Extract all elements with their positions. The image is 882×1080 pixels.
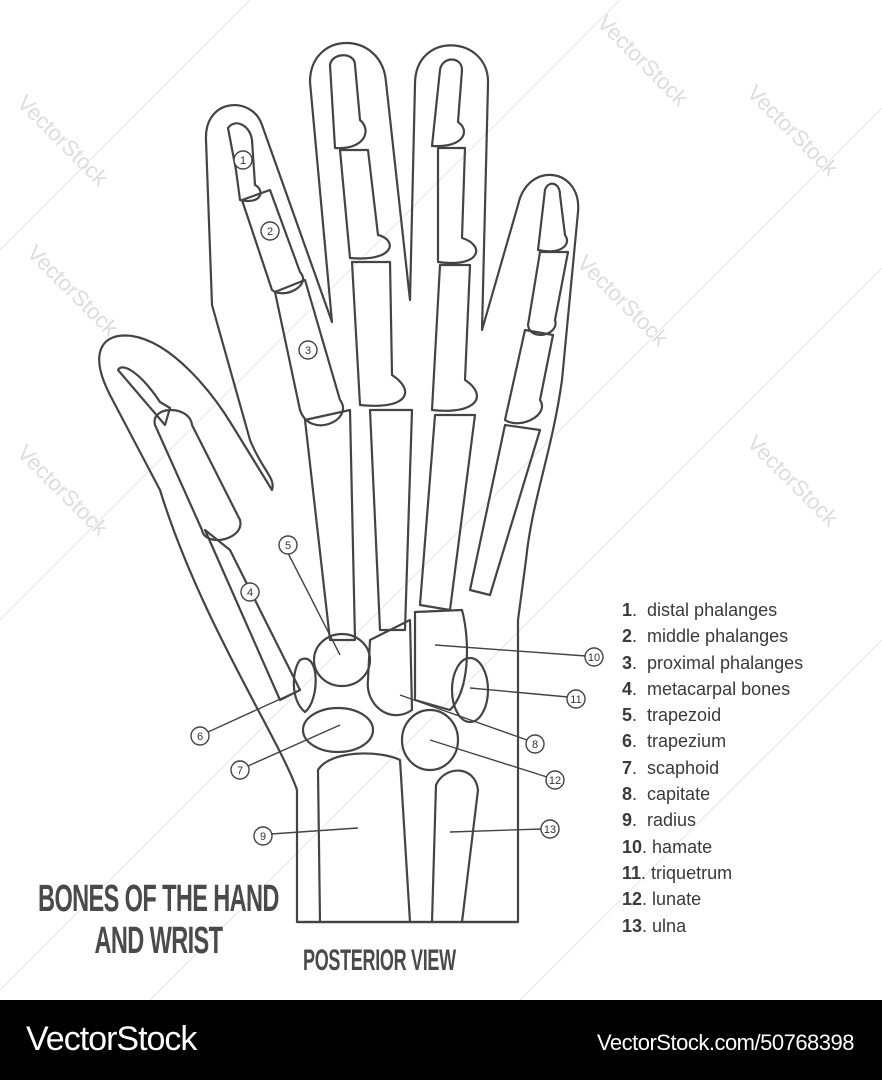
callout-7: 7 — [230, 760, 250, 780]
legend-item: 5. trapezoid — [622, 705, 722, 726]
index-distal — [226, 122, 262, 203]
thumb-metacarpal — [203, 528, 302, 702]
ring-distal — [430, 58, 466, 148]
callout-number: 4 — [247, 587, 253, 599]
callout-10: 10 — [584, 647, 604, 667]
scaphoid-bone — [301, 706, 375, 754]
radius-bone — [316, 752, 412, 923]
callout-circle — [566, 689, 586, 709]
callout-circle — [230, 760, 250, 780]
little-middle — [526, 250, 570, 336]
middle-metacarpal — [368, 408, 414, 632]
callout-number: 8 — [532, 739, 538, 751]
middle-middle — [338, 148, 391, 260]
callout-number: 2 — [267, 226, 273, 238]
callout-number: 7 — [237, 765, 243, 777]
ring-middle — [436, 146, 478, 265]
callout-9: 9 — [253, 826, 273, 846]
callout-circle — [260, 221, 280, 241]
thumb-distal — [116, 366, 172, 427]
callout-8: 8 — [525, 734, 545, 754]
callout-circle — [540, 819, 560, 839]
callout-12: 12 — [545, 770, 565, 790]
callout-circle — [253, 826, 273, 846]
callout-circle — [298, 340, 318, 360]
legend-item: 1. distal phalanges — [622, 600, 778, 620]
footer-url: VectorStock.com/50768398 — [596, 1030, 855, 1055]
callout-number: 11 — [570, 694, 581, 706]
index-metacarpal — [303, 408, 357, 642]
diagram-title: BONES OF THE HAND AND WRIST — [36, 878, 281, 962]
legend-item: 4. metacarpal bones — [622, 678, 791, 699]
index-proximal — [273, 278, 344, 427]
callout-6: 6 — [190, 726, 210, 746]
little-metacarpal — [468, 423, 542, 597]
callout-circle — [525, 734, 545, 754]
hamate-bone — [413, 608, 469, 712]
little-distal — [536, 182, 568, 253]
triquetrum-bone — [450, 656, 490, 724]
callout-3: 3 — [298, 340, 318, 360]
middle-distal — [328, 54, 367, 150]
legend-item: 13. ulna — [622, 915, 687, 936]
callout-circle — [545, 770, 565, 790]
callout-2: 2 — [260, 221, 280, 241]
callout-circle — [584, 647, 604, 667]
legend: 1. distal phalanges 2. middle phalanges … — [622, 597, 803, 939]
ring-proximal — [430, 263, 478, 412]
trapezium-bone — [292, 657, 317, 714]
leader-lines — [207, 552, 587, 835]
legend-item: 10. hamate — [622, 836, 713, 857]
callout-circle — [240, 582, 260, 602]
footer-bar: VectorStock VectorStock.com/50768398 — [0, 1000, 882, 1080]
hand-outline — [98, 41, 580, 924]
title-line-2: AND WRIST — [94, 920, 223, 962]
capitate-bone — [366, 618, 414, 717]
callout-1: 1 — [233, 150, 253, 170]
legend-item: 3. proximal phalanges — [622, 652, 804, 673]
index-middle — [240, 188, 304, 295]
callout-number: 6 — [197, 731, 203, 743]
legend-item: 6. trapezium — [622, 731, 727, 752]
callout-number: 1 — [240, 155, 246, 167]
callout-number: 5 — [285, 540, 291, 552]
callout-4: 4 — [240, 582, 260, 602]
legend-item: 8. capitate — [622, 784, 711, 805]
callout-circle — [190, 726, 210, 746]
callout-13: 13 — [540, 819, 560, 839]
legend-item: 11. triquetrum — [622, 862, 733, 883]
ring-metacarpal — [418, 413, 477, 612]
diagram-subtitle: POSTERIOR VIEW — [303, 944, 456, 977]
little-proximal — [503, 328, 555, 425]
callout-circle — [233, 150, 253, 170]
callout-11: 11 — [566, 689, 586, 709]
legend-item: 7. scaphoid — [622, 757, 720, 778]
callout-number: 3 — [305, 345, 311, 357]
callout-number: 13 — [544, 824, 556, 836]
callout-5: 5 — [278, 535, 298, 555]
title-line-1: BONES OF THE HAND — [38, 878, 279, 920]
trapezoid-bone — [312, 632, 372, 688]
lunate-bone — [400, 708, 460, 772]
middle-proximal — [350, 260, 407, 407]
ulna-bone — [430, 769, 480, 923]
legend-item: 2. middle phalanges — [622, 626, 789, 647]
legend-item: 9. radius — [622, 810, 697, 831]
callout-number: 9 — [260, 831, 266, 843]
footer-brand: VectorStock — [26, 1020, 197, 1058]
callout-circle — [278, 535, 298, 555]
callout-number: 10 — [588, 652, 600, 664]
callout-number: 12 — [549, 775, 561, 787]
legend-item: 12. lunate — [622, 889, 702, 910]
thumb-proximal — [153, 409, 242, 541]
